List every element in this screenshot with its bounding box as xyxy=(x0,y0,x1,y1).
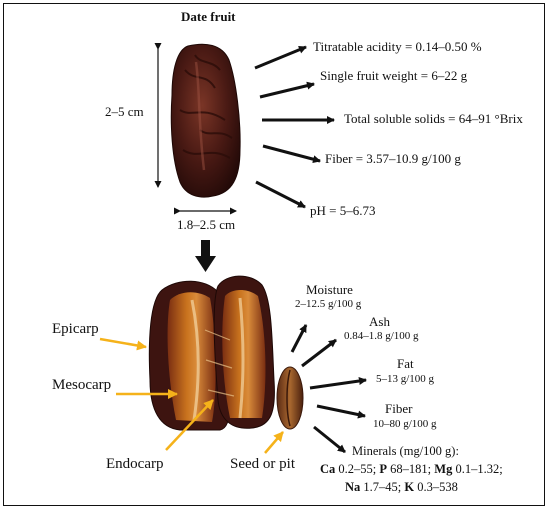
property-soluble-solids: Total soluble solids = 64–91 °Brix xyxy=(344,111,523,126)
arrow-epicarp xyxy=(99,337,147,351)
figure-frame xyxy=(3,3,545,506)
moisture-label: Moisture xyxy=(306,282,353,297)
down-arrow xyxy=(195,240,216,272)
mineral-mg-symbol: Mg xyxy=(434,462,453,476)
arrow-seed xyxy=(264,431,284,454)
minerals-line-1: Ca 0.2–55; P 68–181; Mg 0.1–1.32; xyxy=(320,460,503,478)
fat-label: Fat xyxy=(397,356,414,371)
cut-date-image xyxy=(148,275,275,431)
length-label: 2–5 cm xyxy=(105,104,144,119)
arrow-ash xyxy=(301,338,337,368)
property-titratable-acidity: Titratable acidity = 0.14–0.50 % xyxy=(313,39,482,54)
arrow-fiber-cut xyxy=(316,404,366,419)
arrow-fat xyxy=(309,377,367,390)
ash-value: 0.84–1.8 g/100 g xyxy=(344,330,419,342)
minerals-line-2: Na 1.7–45; K 0.3–538 xyxy=(345,478,458,496)
arrow-endocarp xyxy=(165,399,214,451)
whole-date-image xyxy=(170,43,241,198)
moisture-value: 2–12.5 g/100 g xyxy=(295,298,362,310)
seed-image xyxy=(276,366,304,430)
arrow-titratable-acidity xyxy=(254,45,307,70)
property-fiber: Fiber = 3.57–10.9 g/100 g xyxy=(325,151,461,166)
mineral-k-value: 0.3–538 xyxy=(414,480,458,494)
arrow-fruit-weight xyxy=(259,81,315,99)
arrow-fiber-whole xyxy=(262,144,321,164)
property-ph: pH = 5–6.73 xyxy=(310,203,376,218)
label-epicarp: Epicarp xyxy=(52,321,99,337)
arrow-moisture xyxy=(290,324,308,353)
mineral-p-value: 68–181; xyxy=(387,462,435,476)
ash-label: Ash xyxy=(369,314,390,329)
mineral-p-symbol: P xyxy=(379,462,388,476)
mineral-na-symbol: Na xyxy=(345,480,361,494)
fiber-value: 10–80 g/100 g xyxy=(373,418,437,430)
mineral-ca-value: 0.2–55; xyxy=(335,462,380,476)
fiber-label: Fiber xyxy=(385,401,413,416)
property-fruit-weight: Single fruit weight = 6–22 g xyxy=(320,68,468,83)
figure-title: Date fruit xyxy=(181,9,236,24)
mineral-mg-value: 0.1–1.32; xyxy=(452,462,503,476)
label-mesocarp: Mesocarp xyxy=(52,377,112,393)
mineral-k-symbol: K xyxy=(404,480,415,494)
width-label: 1.8–2.5 cm xyxy=(177,217,236,232)
minerals-label: Minerals (mg/100 g): xyxy=(352,444,459,458)
arrow-minerals xyxy=(313,425,346,454)
arrow-ph xyxy=(255,180,306,209)
label-endocarp: Endocarp xyxy=(106,456,164,472)
label-seed: Seed or pit xyxy=(230,456,295,472)
mineral-ca-symbol: Ca xyxy=(320,462,336,476)
fat-value: 5–13 g/100 g xyxy=(376,373,435,385)
mineral-na-value: 1.7–45; xyxy=(360,480,405,494)
